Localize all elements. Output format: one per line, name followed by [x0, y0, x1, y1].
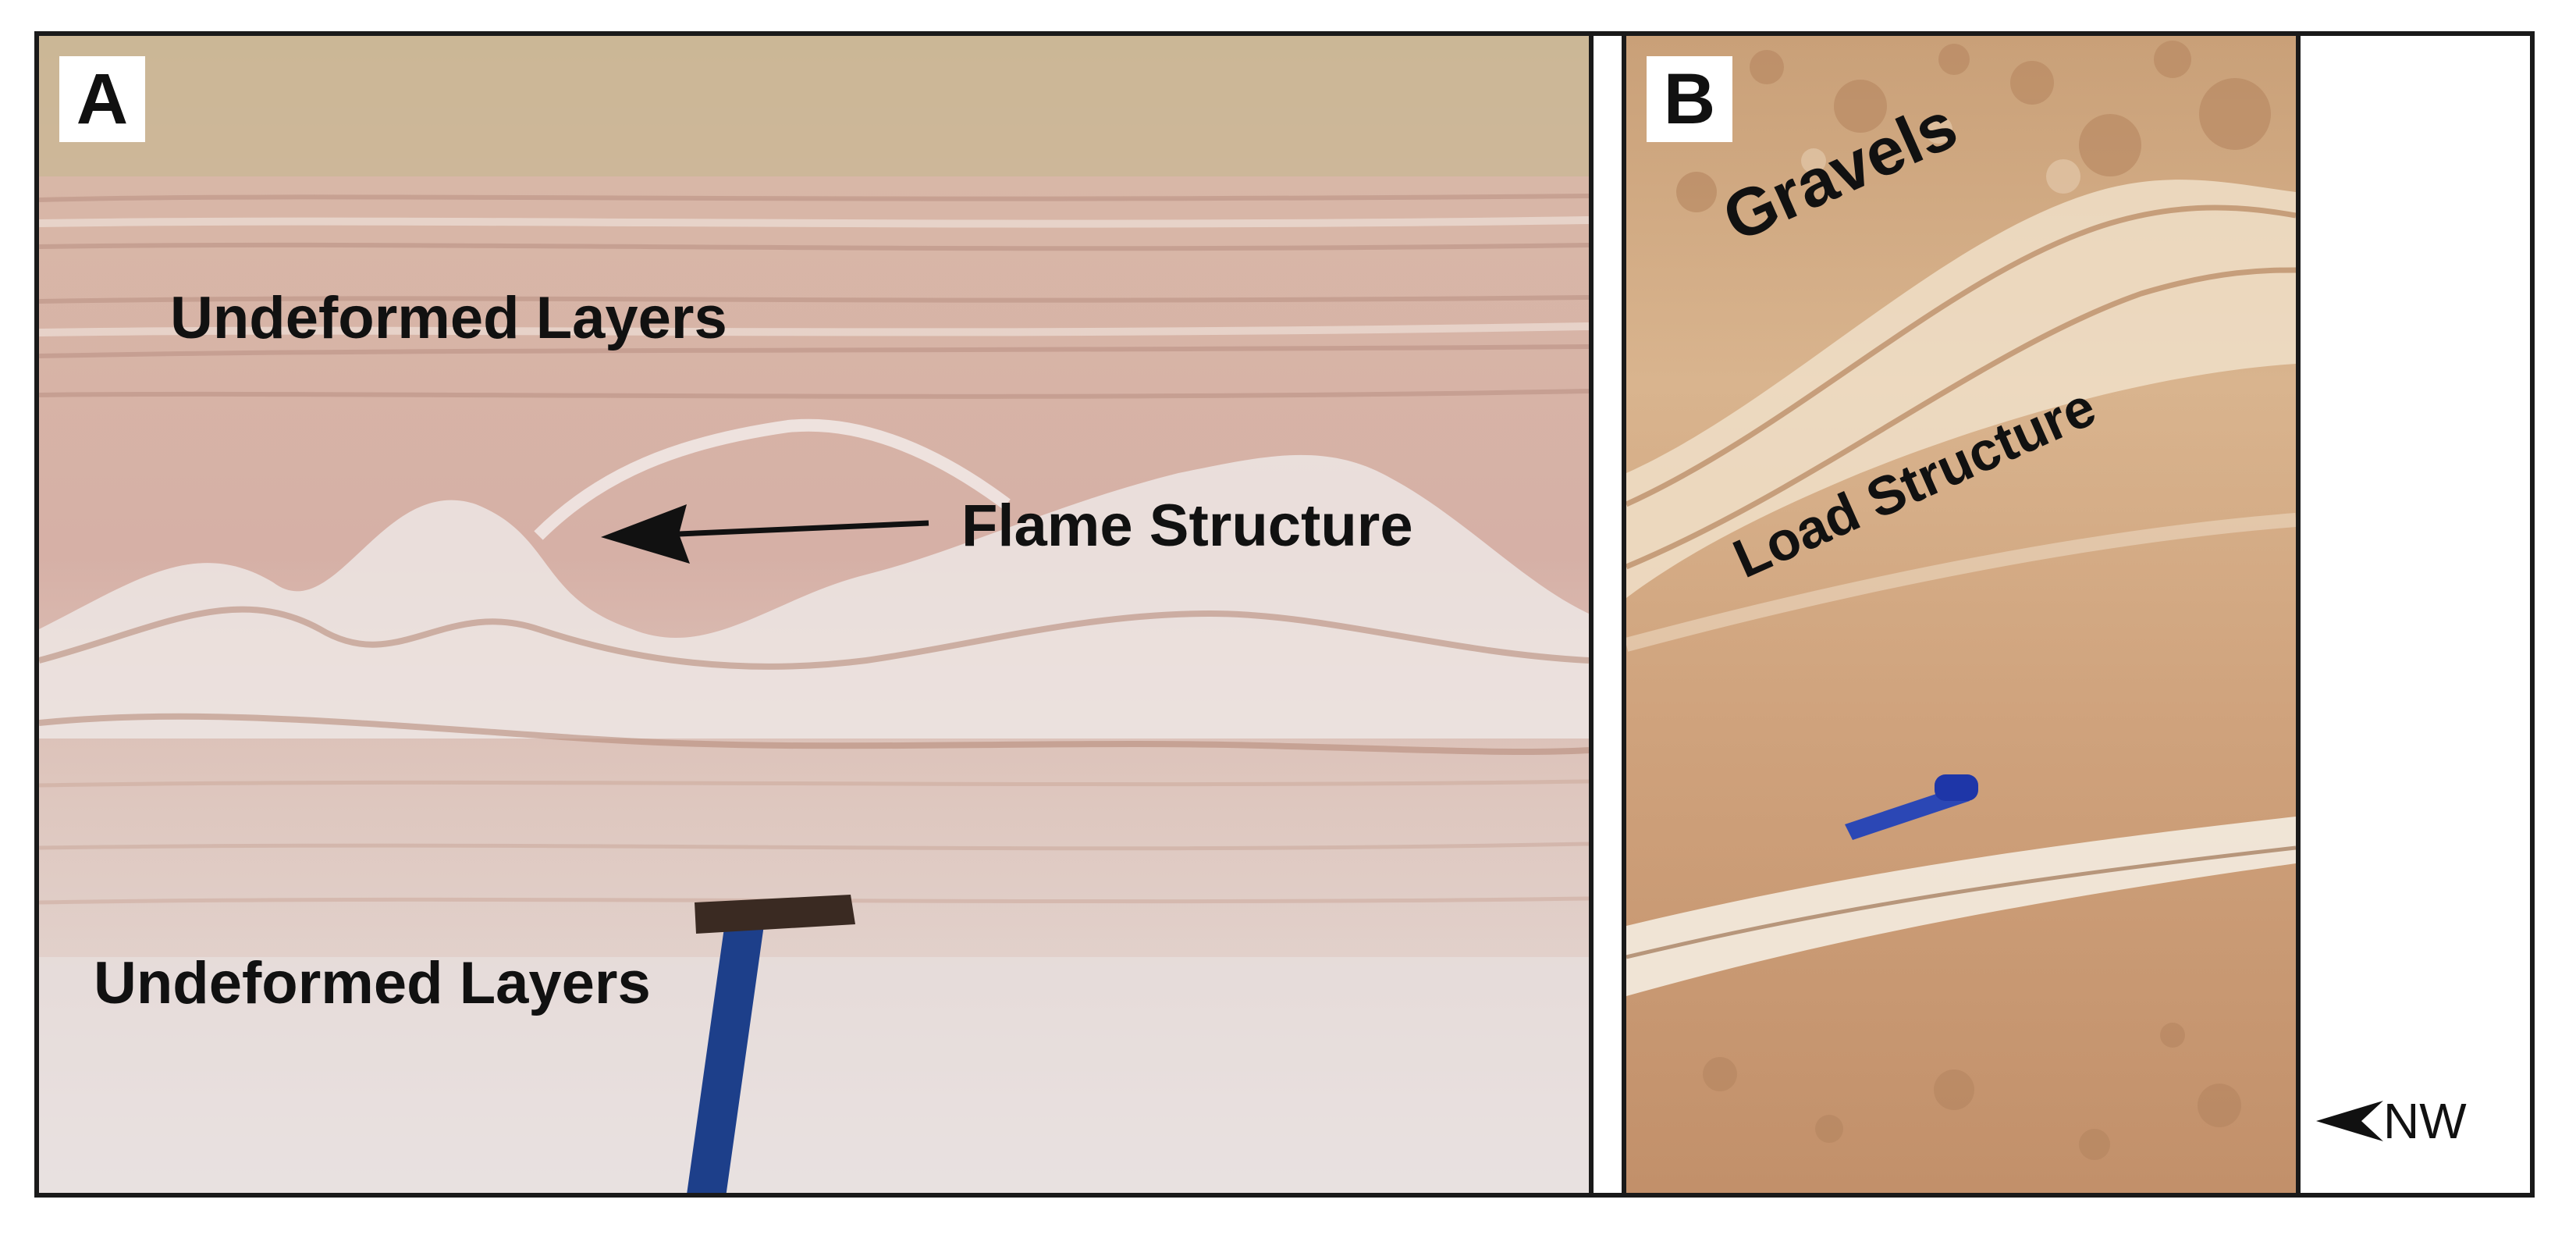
flame-structure-label: Flame Structure — [961, 493, 1413, 559]
panel-divider — [1622, 31, 1626, 1198]
panel-divider — [2296, 31, 2301, 1198]
panel-b-outcrop-image — [1626, 36, 2296, 1193]
undeformed-layers-bottom-label: Undeformed Layers — [94, 950, 651, 1016]
panel-a-letter: A — [59, 56, 145, 142]
panel-divider — [1589, 31, 1594, 1198]
arrow-left-icon — [2316, 1101, 2383, 1141]
orientation-label: NW — [2383, 1093, 2467, 1149]
hammer-image — [687, 895, 855, 1193]
panel-b-letter: B — [1647, 56, 1732, 142]
undeformed-layers-top-label: Undeformed Layers — [170, 285, 727, 351]
panel-a-photo: A Undeformed Layers Flame Structure Unde… — [39, 36, 1589, 1193]
pen-image — [1845, 774, 1978, 840]
panel-a-outcrop-image — [39, 36, 1589, 1193]
panel-b-photo: B Gravels Load Structure — [1626, 36, 2296, 1193]
